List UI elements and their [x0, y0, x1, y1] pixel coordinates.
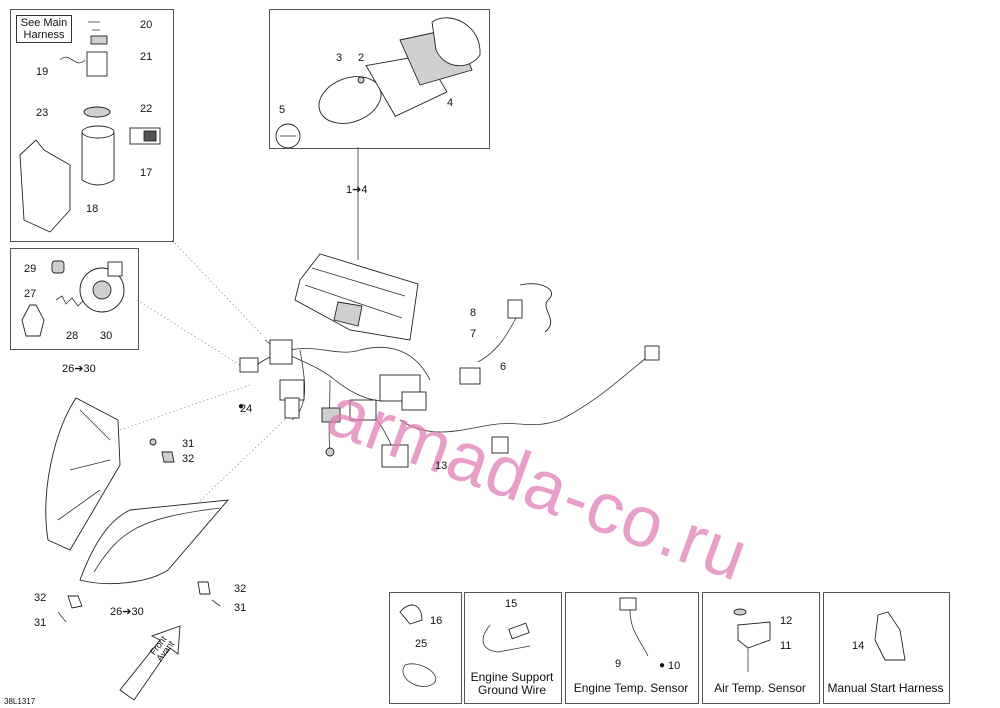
reference-code: 38L1317	[4, 697, 36, 706]
callout-3: 3	[336, 52, 343, 64]
callout-11: 11	[780, 640, 792, 652]
caption-air-temp-sensor: Air Temp. Sensor	[714, 681, 806, 695]
callout-31-c: 31	[34, 617, 47, 629]
front-arrow-shape	[119, 625, 181, 701]
main-gauge-cluster	[294, 253, 419, 341]
callout-28: 28	[66, 330, 79, 342]
callout-31-b: 31	[234, 602, 247, 614]
callout-32-a: 32	[182, 453, 195, 465]
main-harness	[239, 283, 660, 468]
callout-21: 21	[140, 51, 153, 63]
sealant-drop-icon: ●	[238, 401, 245, 412]
engine-temp-inset-frame	[565, 592, 699, 704]
callout-32-b: 32	[234, 583, 247, 595]
callout-6: 6	[500, 361, 507, 373]
callout-32-c: 32	[34, 592, 47, 604]
caption-manual-start-harness: Manual Start Harness	[827, 681, 944, 695]
gauge-parts	[275, 17, 481, 149]
see-main-harness-note: See Main Harness	[16, 15, 72, 43]
callout-10: 10	[668, 660, 681, 672]
bulb-parts	[21, 260, 125, 337]
callout-7: 7	[470, 328, 477, 340]
callout-16: 16	[430, 615, 443, 627]
manual-start-inset-frame	[823, 592, 950, 704]
callout-8: 8	[470, 307, 477, 319]
callout-4: 4	[447, 97, 454, 109]
callout-19: 19	[36, 66, 49, 78]
callout-17: 17	[140, 167, 153, 179]
callout-9: 9	[615, 658, 622, 670]
callout-12: 12	[780, 615, 793, 627]
callout-31-a: 31	[182, 438, 195, 450]
sealant-drop-icon: ●	[659, 660, 666, 671]
callout-30: 30	[100, 330, 113, 342]
callout-23: 23	[36, 107, 49, 119]
bottom-inset-parts	[399, 597, 906, 687]
headlamps	[45, 397, 230, 623]
callout-26-to-30-bottom: 26➔30	[110, 606, 144, 618]
caption-engine-support-ground-wire: Engine Support Ground Wire	[470, 670, 554, 697]
callout-26-to-30-top: 26➔30	[62, 363, 96, 375]
callout-18: 18	[86, 203, 99, 215]
ground-wire-inset-frame	[464, 592, 562, 704]
callout-13: 13	[435, 460, 448, 472]
callout-5: 5	[279, 104, 286, 116]
callout-29: 29	[24, 263, 37, 275]
callout-27: 27	[24, 288, 37, 300]
fuel-pump-parts	[19, 21, 161, 233]
air-temp-inset-frame	[702, 592, 820, 704]
caption-engine-temp-sensor: Engine Temp. Sensor	[573, 681, 689, 695]
callout-15: 15	[505, 598, 518, 610]
callout-22: 22	[140, 103, 153, 115]
callout-25: 25	[415, 638, 428, 650]
callout-20: 20	[140, 19, 153, 31]
callout-1-to-4: 1➔4	[346, 184, 368, 196]
callout-24: 24	[240, 403, 253, 415]
callout-2: 2	[358, 52, 365, 64]
callout-14: 14	[852, 640, 865, 652]
